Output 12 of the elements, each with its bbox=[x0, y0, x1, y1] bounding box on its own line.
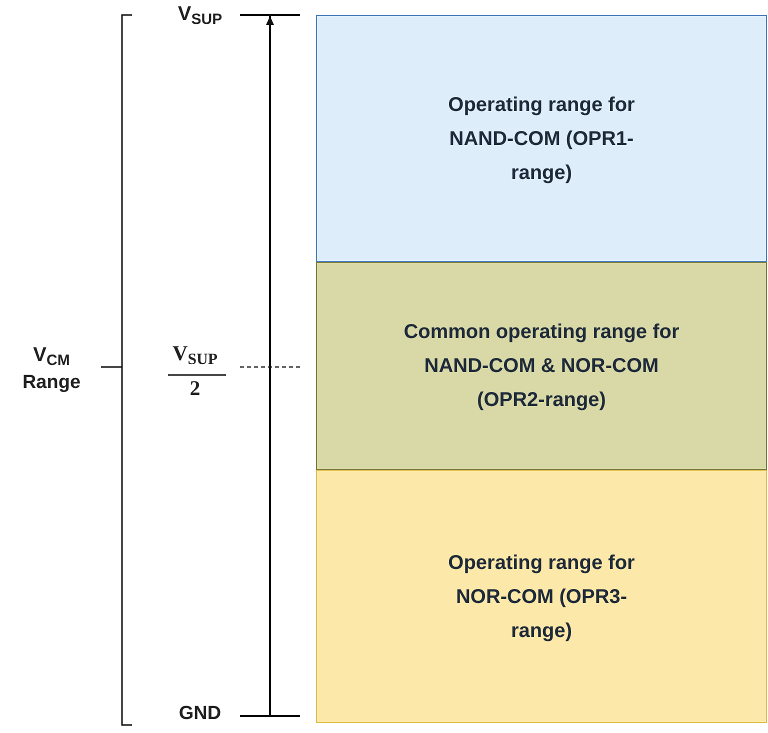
range-box bbox=[316, 262, 767, 470]
axis-label: V$_{CM}$ bbox=[32, 343, 71, 368]
range-label: Operating range for NAND-COM (OPR1-range) bbox=[447, 92, 636, 186]
axis-label: V$_{SUP}$ bbox=[172, 340, 218, 366]
axis-label: GND bbox=[178, 702, 222, 726]
range-box bbox=[316, 470, 767, 723]
range-label: Common operating range for NAND-COM & NOR-COM (OPR2-range) bbox=[402, 320, 680, 413]
axis-label: Range bbox=[21, 371, 82, 395]
range-label: Operating range for NOR-COM (OPR3-range) bbox=[447, 550, 636, 644]
axis-label: V$_{SUP}$ bbox=[176, 2, 224, 27]
axis-label: 2 bbox=[188, 375, 202, 402]
range-box bbox=[316, 15, 767, 262]
